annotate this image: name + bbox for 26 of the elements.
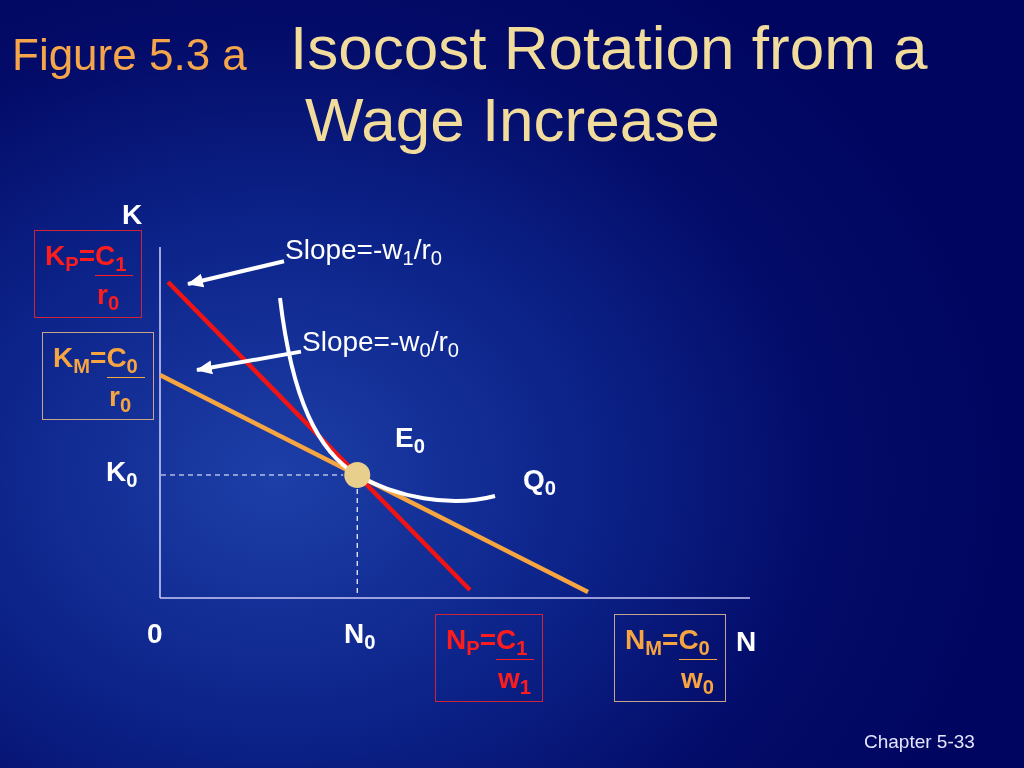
fraction-denominator: w$_{1}$ <box>496 659 534 695</box>
formula-box <box>614 614 726 702</box>
figure-number: Figure 5.3 a <box>12 30 247 80</box>
fraction-denominator: r$_{0}$ <box>95 275 133 311</box>
arrow <box>196 349 302 375</box>
fraction-denominator: w$_{0}$ <box>679 659 717 695</box>
curve-label: Q$_{0}$ <box>523 464 556 496</box>
axis-value-label: K$_{0}$ <box>106 456 138 488</box>
fraction-denominator: r$_{0}$ <box>107 377 145 413</box>
slope-label: Slope=-w$_{0}$/r$_{0}$ <box>302 326 460 358</box>
formula-text: K$_{P}$=C$_{1}$ <box>45 239 128 273</box>
formula-box <box>42 332 154 420</box>
axis-label: N <box>736 626 757 658</box>
slope-label: Slope=-w$_{1}$/r$_{0}$ <box>285 234 443 266</box>
arrow <box>187 259 285 288</box>
origin-label: 0 <box>147 618 163 650</box>
formula-text: N$_{M}$=C$_{0}$ <box>625 623 711 657</box>
formula-text: N$_{P}$=C$_{1}$ <box>446 623 529 657</box>
page-number: Chapter 5-33 <box>864 731 975 753</box>
formula-box <box>435 614 543 702</box>
axis-label: K <box>122 199 143 231</box>
formula-box <box>34 230 142 318</box>
formula-text: K$_{M}$=C$_{0}$ <box>53 341 139 375</box>
axis-value-label: N$_{0}$ <box>344 618 376 650</box>
slide-title: Isocost Rotation from a Wage Increase <box>290 12 929 156</box>
point-label: E$_{0}$ <box>395 422 425 454</box>
